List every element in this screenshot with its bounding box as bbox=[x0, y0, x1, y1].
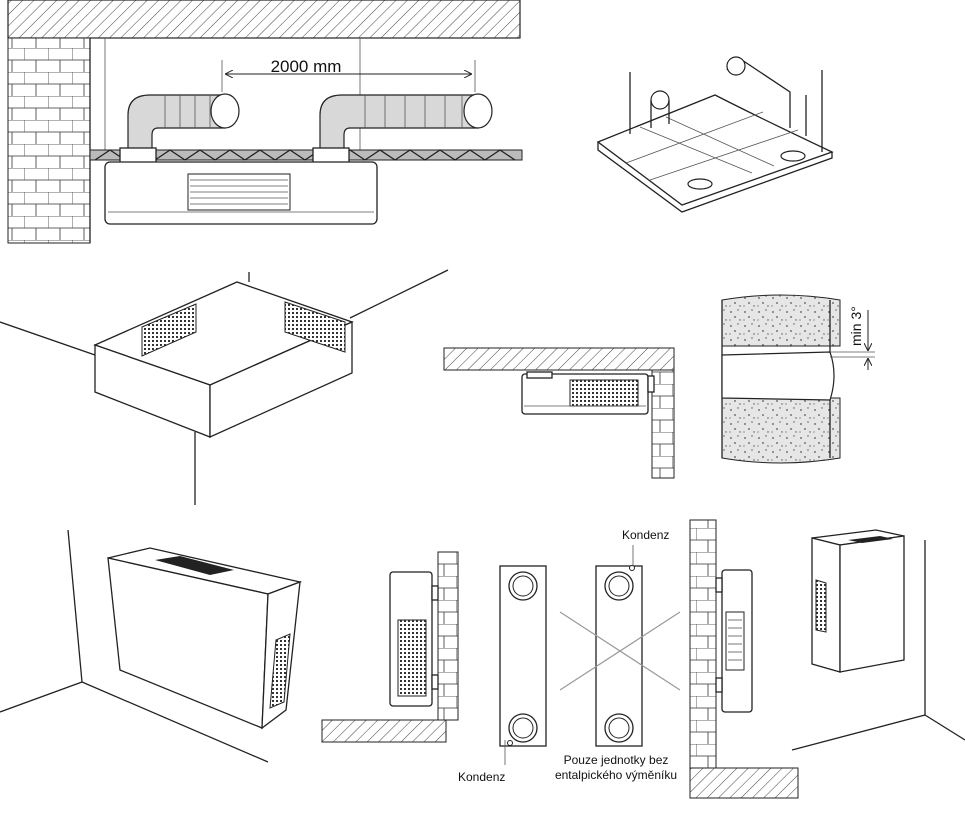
kondenz-label-left: Kondenz bbox=[458, 770, 505, 784]
angle-label: min 3° bbox=[848, 306, 864, 346]
brick-wall bbox=[7, 37, 91, 244]
wall-unit-front bbox=[839, 535, 905, 673]
duct-pipe bbox=[721, 351, 835, 401]
ceiling-section-view: 2000 mm bbox=[7, 0, 523, 244]
distance-label: 2000 mm bbox=[271, 57, 342, 76]
suspended-ceiling-view bbox=[596, 56, 834, 213]
note-line-1: Pouze jednotky bez bbox=[564, 753, 669, 767]
under-ceiling-unit-view bbox=[0, 269, 449, 505]
duct-right bbox=[319, 94, 479, 151]
note-line-2: entalpického výměníku bbox=[555, 768, 677, 782]
wall-mounted-unit-view bbox=[791, 529, 965, 751]
vertical-wall-units-view: Kondenz Kondenz Pouze jednotky bez ental… bbox=[321, 519, 799, 799]
wall-penetration-detail: min 3° bbox=[721, 294, 875, 464]
floor-standing-unit-view bbox=[0, 529, 303, 763]
ceiling-truss bbox=[94, 149, 516, 161]
kondenz-label-right: Kondenz bbox=[622, 528, 669, 542]
duct-left bbox=[127, 94, 226, 151]
slab-hatch bbox=[7, 0, 521, 39]
ceiling-wall-section-view bbox=[443, 347, 675, 479]
